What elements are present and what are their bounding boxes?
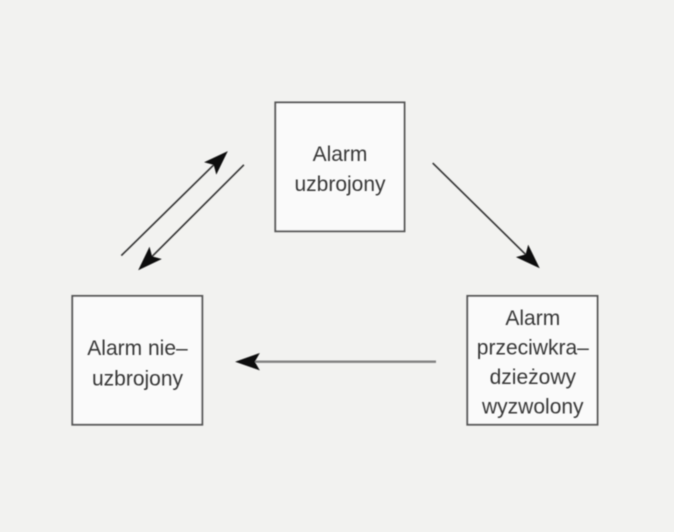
svg-text:przeciwkra–: przeciwkra– xyxy=(477,337,589,360)
svg-text:Alarm: Alarm xyxy=(313,143,368,166)
svg-text:uzbrojony: uzbrojony xyxy=(294,173,386,196)
svg-text:Alarm nie–: Alarm nie– xyxy=(87,337,188,360)
svg-text:Alarm: Alarm xyxy=(505,307,560,330)
svg-text:wyzwolony: wyzwolony xyxy=(481,396,584,419)
svg-text:uzbrojony: uzbrojony xyxy=(92,368,184,391)
svg-text:dzieżowy: dzieżowy xyxy=(490,366,577,389)
